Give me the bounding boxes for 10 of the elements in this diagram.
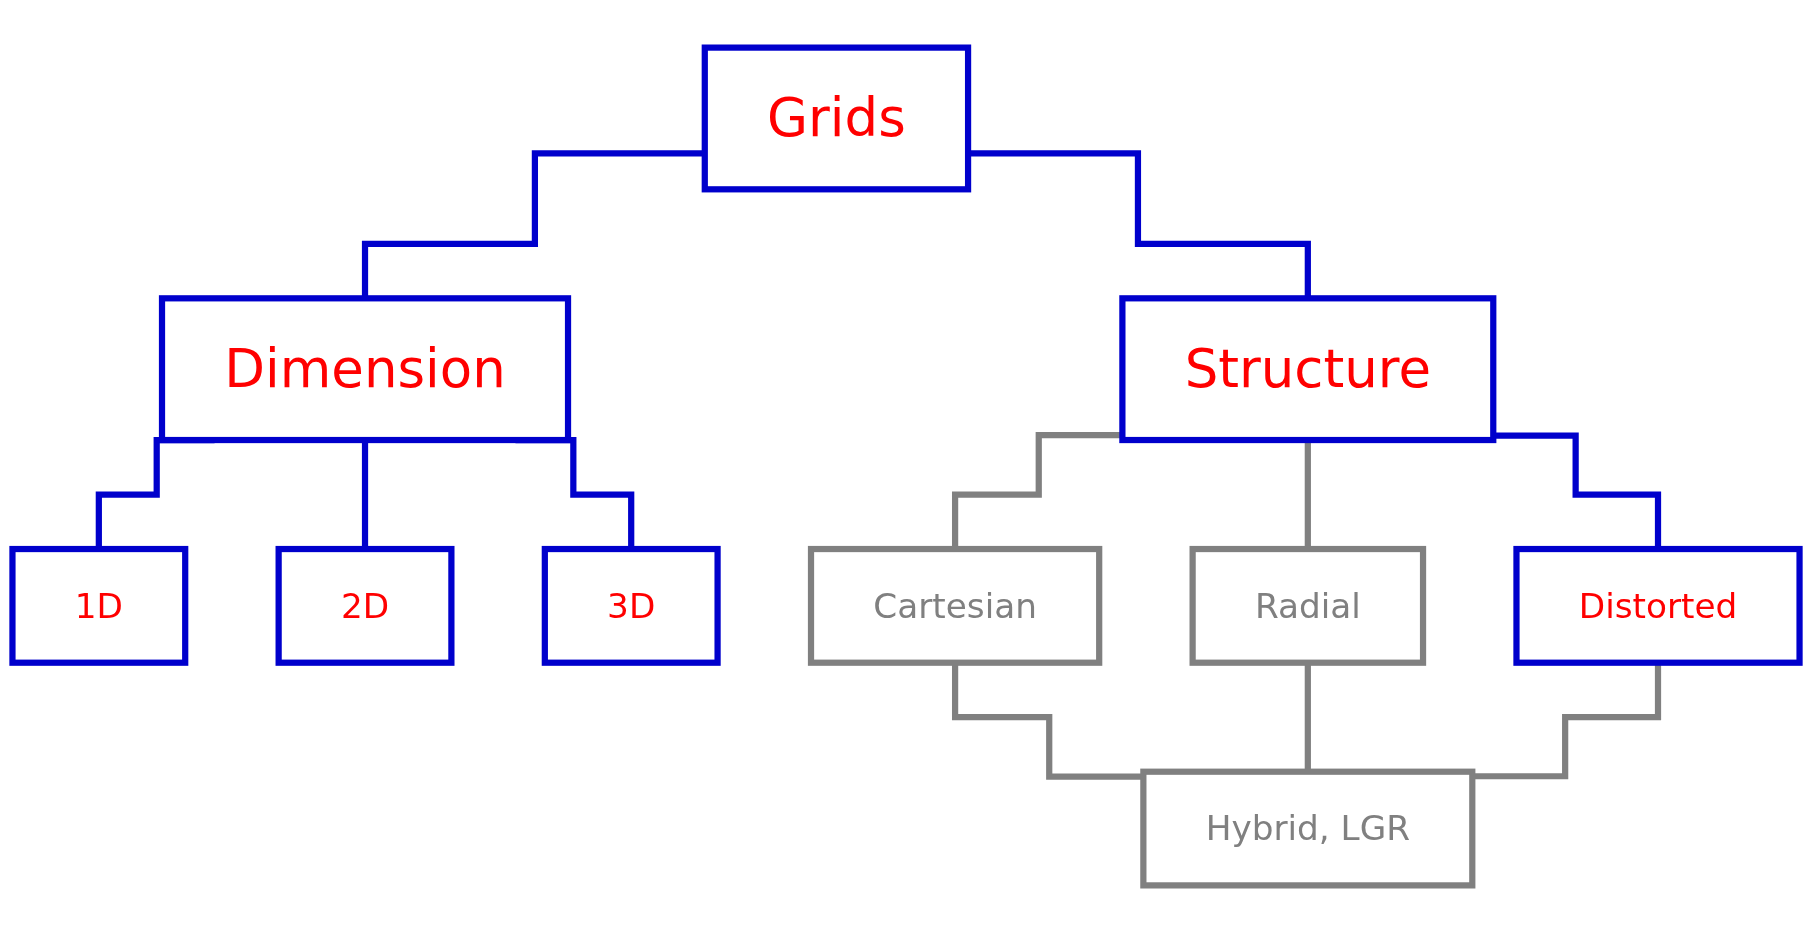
- node-box: 3D: [541, 545, 721, 666]
- node-box: Cartesian: [807, 545, 1103, 666]
- node-box: Distorted: [1513, 545, 1803, 666]
- node-box: 2D: [275, 545, 455, 666]
- node-box: Radial: [1189, 545, 1427, 666]
- node-box: 1D: [9, 545, 189, 666]
- node-box: Dimension: [158, 295, 572, 444]
- node-box: Structure: [1119, 295, 1497, 444]
- node-box: Hybrid, LGR: [1140, 768, 1476, 889]
- node-box: Grids: [701, 44, 972, 193]
